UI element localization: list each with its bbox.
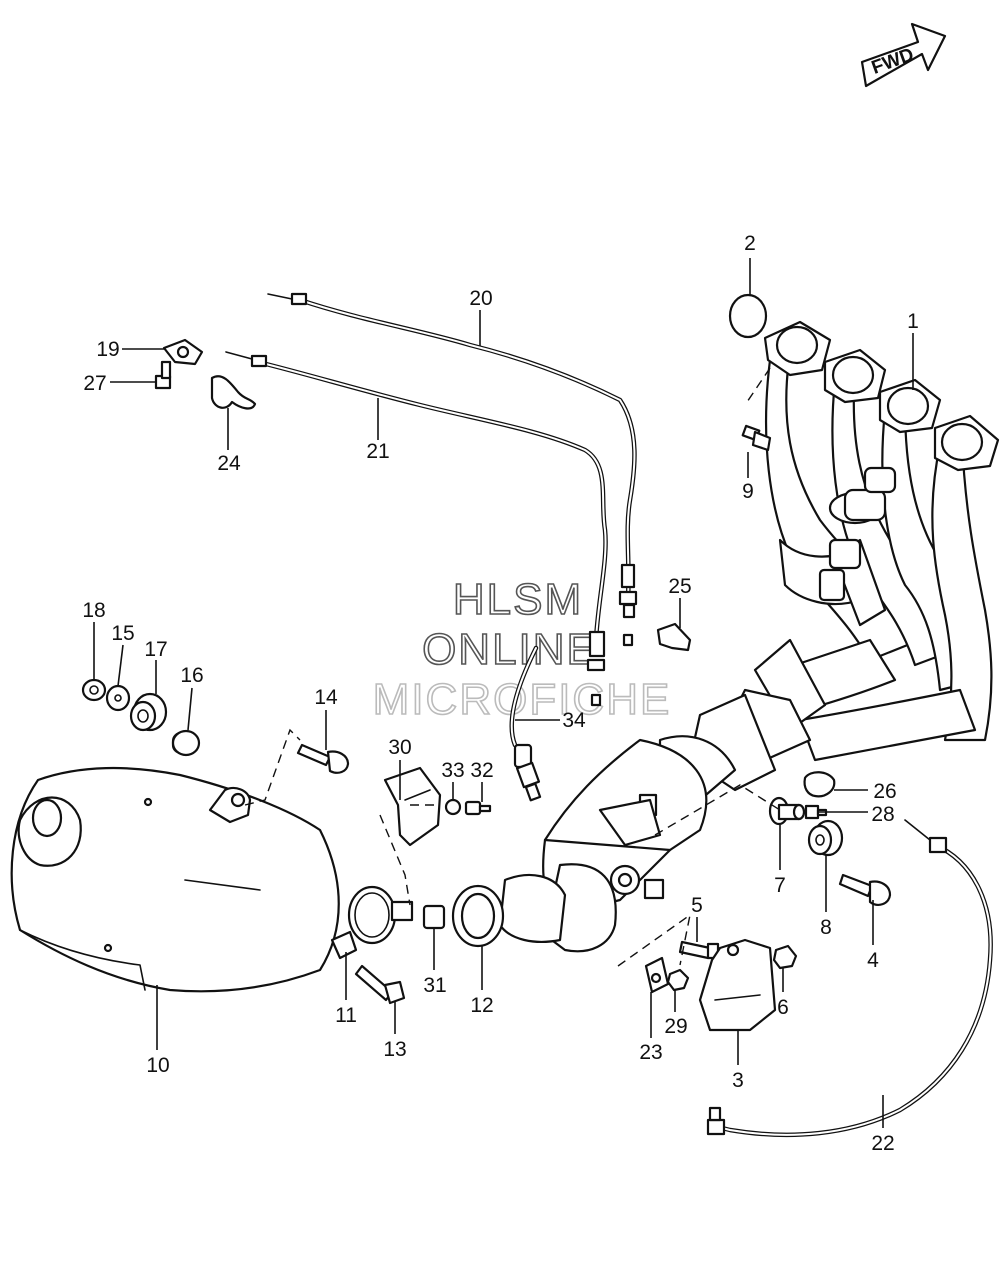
callout-22: 22 — [871, 1132, 894, 1155]
bolt-part-4 — [838, 873, 892, 906]
callout-24: 24 — [217, 452, 241, 475]
stud-part-5 — [678, 940, 720, 960]
bolt-part-9 — [741, 424, 772, 452]
callout-32: 32 — [470, 759, 493, 782]
callout-2: 2 — [744, 232, 756, 255]
callout-18: 18 — [82, 599, 105, 622]
callout-13: 13 — [383, 1038, 406, 1061]
bracket-part-19 — [162, 338, 204, 366]
nut-part-18 — [81, 678, 107, 702]
callout-15: 15 — [111, 622, 134, 645]
bracket-part-23 — [644, 956, 670, 994]
watermark-line1: HLSM — [453, 575, 583, 624]
bushing-part-8 — [807, 819, 844, 857]
clip-part-24 — [210, 375, 257, 410]
callout-14: 14 — [314, 686, 338, 709]
washer-part-15 — [105, 684, 131, 712]
callout-9: 9 — [742, 480, 754, 503]
exhaust-header-part-1 — [763, 320, 1000, 742]
screw-part-32 — [464, 800, 492, 816]
bolt-part-14 — [296, 743, 350, 774]
fwd-label: FWD — [869, 44, 917, 79]
callout-3: 3 — [732, 1069, 744, 1092]
clamp-part-26 — [803, 771, 836, 798]
washer-part-33 — [444, 798, 462, 816]
callout-29: 29 — [664, 1015, 687, 1038]
callout-numbers: 1 2 3 4 5 6 7 8 9 10 11 12 13 14 15 16 1… — [82, 232, 919, 1155]
callout-5: 5 — [691, 894, 703, 917]
muffler-part-10 — [10, 766, 340, 993]
callout-28: 28 — [871, 803, 894, 826]
callout-21: 21 — [366, 440, 389, 463]
throttle-cable-part-20 — [267, 292, 638, 647]
clamp-part-11 — [330, 885, 414, 960]
callout-10: 10 — [146, 1054, 169, 1077]
collar-part-16 — [171, 729, 201, 757]
callout-34: 34 — [562, 709, 586, 732]
watermark-line2: ONLINE — [422, 625, 598, 674]
leader-lines — [93, 258, 914, 1128]
nut-part-31 — [422, 904, 446, 930]
callout-1: 1 — [907, 310, 919, 333]
fwd-arrow-icon: FWD — [860, 22, 947, 88]
nut-part-6 — [772, 944, 798, 970]
clip-part-25 — [656, 622, 692, 652]
callout-20: 20 — [469, 287, 492, 310]
callout-6: 6 — [777, 996, 789, 1019]
callout-16: 16 — [180, 664, 203, 687]
collar-part-7 — [768, 796, 806, 826]
sensor-part-22 — [706, 819, 993, 1138]
callout-26: 26 — [873, 780, 896, 803]
gasket-part-12 — [451, 884, 505, 948]
assembly-lines — [244, 367, 781, 967]
bolt-part-13 — [354, 964, 406, 1005]
bushing-part-17 — [129, 692, 168, 732]
callout-7: 7 — [774, 874, 786, 897]
nut-part-29 — [666, 968, 690, 992]
callout-4: 4 — [867, 949, 879, 972]
callout-12: 12 — [470, 994, 493, 1017]
heat-shield-part-3 — [698, 938, 777, 1032]
callout-17: 17 — [144, 638, 167, 661]
gasket-part-2 — [728, 293, 768, 339]
callout-30: 30 — [388, 736, 411, 759]
callout-11: 11 — [335, 1004, 357, 1027]
bolt-part-27 — [154, 360, 172, 390]
collector-pipes — [658, 638, 977, 802]
watermark: HLSM ONLINE MICROFICHE — [372, 574, 670, 725]
callout-8: 8 — [820, 916, 832, 939]
callout-25: 25 — [668, 575, 691, 598]
callout-31: 31 — [423, 974, 446, 997]
callout-19: 19 — [96, 338, 119, 361]
callout-27: 27 — [83, 372, 106, 395]
throttle-cable-part-21 — [225, 351, 608, 707]
callout-33: 33 — [441, 759, 464, 782]
oxygen-sensor-part-34 — [509, 645, 542, 802]
catalyst-chamber — [498, 738, 708, 953]
callout-23: 23 — [639, 1041, 662, 1064]
heat-shield-part-30 — [383, 766, 442, 847]
